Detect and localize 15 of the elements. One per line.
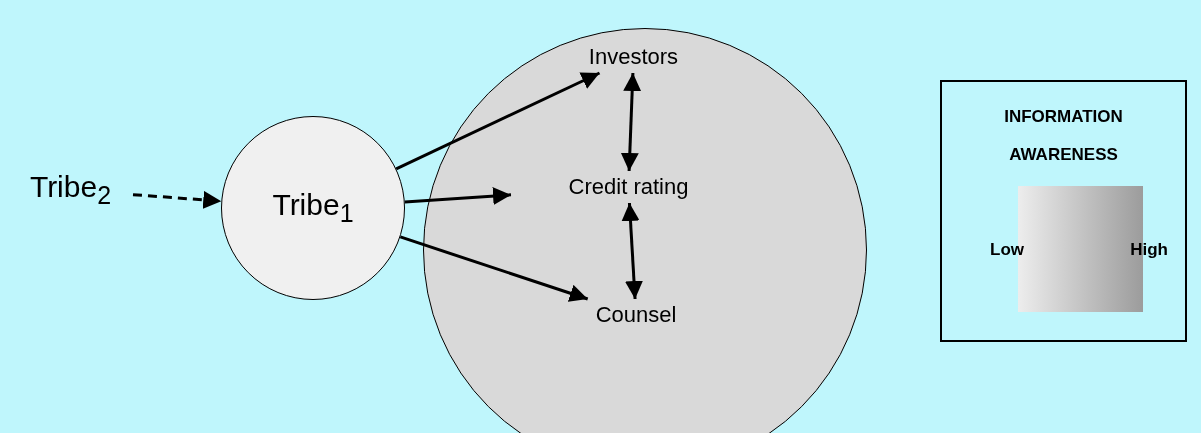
arrow xyxy=(395,71,601,171)
double-arrow xyxy=(620,72,642,172)
node-label: Credit rating xyxy=(568,174,689,200)
scale-label: High xyxy=(1130,240,1168,260)
legend-title: INFORMATION AWARENESS xyxy=(1003,106,1124,166)
node-label: Counsel xyxy=(595,302,677,328)
arrow xyxy=(399,235,589,302)
double-arrow xyxy=(621,202,643,300)
scale-label: Low xyxy=(990,240,1024,260)
node-text: Tribe$_{1}$ xyxy=(272,188,354,228)
legend-panel xyxy=(940,80,1187,342)
arrow xyxy=(404,187,512,205)
dashed-arrow xyxy=(132,190,222,209)
node-label: Tribe$_{2}$ xyxy=(29,170,112,210)
node-label: Investors xyxy=(588,44,679,70)
